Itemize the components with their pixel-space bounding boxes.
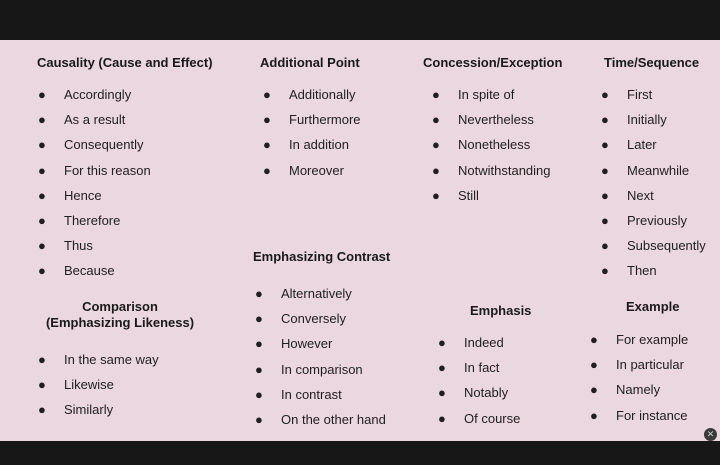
- bullet-icon: ●: [38, 212, 46, 228]
- list-item-text: Still: [458, 187, 479, 203]
- list-item-text: In comparison: [281, 361, 363, 377]
- bullet-icon: ●: [438, 385, 446, 401]
- bullet-icon: ●: [438, 410, 446, 426]
- bullet-icon: ●: [255, 311, 263, 327]
- list-item-text: Hence: [64, 187, 102, 203]
- list-item-text: Nonetheless: [458, 137, 531, 153]
- list-item-text: Namely: [616, 382, 661, 398]
- bullet-icon: ●: [438, 335, 446, 350]
- bullet-icon: ●: [263, 112, 271, 128]
- bullet-icon: ●: [438, 360, 446, 376]
- list-item-text: Because: [64, 263, 115, 279]
- bullet-icon: ●: [38, 162, 46, 178]
- list-item-text: Likewise: [64, 377, 114, 393]
- list-item-text: Indeed: [464, 335, 504, 350]
- bullet-icon: ●: [38, 352, 46, 367]
- list-item-text: Moreover: [289, 162, 344, 178]
- bullet-icon: ●: [432, 137, 440, 153]
- list-item-text: As a result: [64, 112, 126, 128]
- list-item-text: On the other hand: [281, 411, 386, 427]
- list-item-text: Subsequently: [627, 238, 706, 254]
- list-item-text: Consequently: [64, 137, 144, 153]
- list-item-text: Meanwhile: [627, 162, 690, 178]
- list-item-text: Accordingly: [64, 87, 132, 102]
- list-item-text: Of course: [464, 410, 521, 426]
- bullet-icon: ●: [38, 187, 46, 203]
- bullet-icon: ●: [255, 286, 263, 301]
- bullet-icon: ●: [255, 411, 263, 427]
- bullet-icon: ●: [601, 87, 609, 102]
- bullet-icon: ●: [255, 386, 263, 402]
- bullet-icon: ●: [590, 382, 598, 398]
- list-item-text: Later: [627, 137, 657, 153]
- bullet-icon: ●: [601, 238, 609, 254]
- list-item-text: Initially: [627, 112, 667, 128]
- bullet-icon: ●: [38, 238, 46, 254]
- concession-heading: Concession/Exception: [423, 55, 563, 70]
- additional-point-heading: Additional Point: [260, 55, 360, 70]
- list-item-text: In particular: [616, 357, 684, 373]
- list-item-text: For this reason: [64, 162, 151, 178]
- contrast-heading: Emphasizing Contrast: [253, 249, 391, 264]
- bullet-icon: ●: [38, 402, 46, 418]
- list-item-text: For example: [616, 332, 689, 347]
- list-item-text: In addition: [289, 137, 349, 153]
- time-sequence-heading: Time/Sequence: [604, 55, 700, 70]
- list-item-text: In contrast: [281, 386, 342, 402]
- close-icon[interactable]: ✕: [704, 428, 717, 441]
- bullet-icon: ●: [590, 407, 598, 423]
- bullet-icon: ●: [432, 162, 440, 178]
- list-item-text: Additionally: [289, 87, 356, 102]
- comparison-heading-line2: (Emphasizing Likeness): [45, 315, 195, 330]
- bullet-icon: ●: [601, 137, 609, 153]
- list-item-text: In spite of: [458, 87, 515, 102]
- transition-words-card: Causality (Cause and Effect) ● Accordingl…: [0, 40, 720, 441]
- list-item-text: In fact: [464, 360, 500, 376]
- bullet-icon: ●: [263, 87, 271, 102]
- list-item-text: In the same way: [64, 352, 159, 367]
- bullet-icon: ●: [38, 263, 46, 279]
- list-item-text: First: [627, 87, 653, 102]
- bullet-icon: ●: [601, 212, 609, 228]
- list-item-text: Conversely: [281, 311, 347, 327]
- bullet-icon: ●: [432, 87, 440, 102]
- comparison-heading-line1: Comparison: [82, 299, 158, 314]
- bullet-icon: ●: [38, 112, 46, 128]
- bullet-icon: ●: [38, 87, 46, 102]
- list-item-text: For instance: [616, 407, 688, 423]
- list-item-text: Thus: [64, 238, 93, 254]
- bullet-icon: ●: [255, 361, 263, 377]
- comparison-heading: Comparison (Emphasizing Likeness): [35, 299, 205, 331]
- list-item-text: Then: [627, 263, 657, 279]
- example-heading: Example: [626, 299, 680, 314]
- bullet-icon: ●: [263, 137, 271, 153]
- list-item-text: Next: [627, 187, 654, 203]
- bullet-icon: ●: [38, 377, 46, 393]
- causality-heading: Causality (Cause and Effect): [37, 55, 213, 70]
- bullet-icon: ●: [432, 187, 440, 203]
- list-item-text: However: [281, 336, 333, 352]
- list-item-text: Alternatively: [281, 286, 352, 301]
- list-item-text: Nevertheless: [458, 112, 534, 128]
- list-item-text: Therefore: [64, 212, 121, 228]
- list-item-text: Furthermore: [289, 112, 361, 128]
- bullet-icon: ●: [590, 332, 598, 347]
- bullet-icon: ●: [601, 263, 609, 279]
- bullet-icon: ●: [38, 137, 46, 153]
- bullet-icon: ●: [601, 187, 609, 203]
- list-item-text: Notwithstanding: [458, 162, 551, 178]
- bullet-icon: ●: [263, 162, 271, 178]
- list-item-text: Similarly: [64, 402, 114, 418]
- bullet-icon: ●: [601, 162, 609, 178]
- bullet-icon: ●: [255, 336, 263, 352]
- emphasis-heading: Emphasis: [470, 303, 532, 318]
- bullet-icon: ●: [601, 112, 609, 128]
- bullet-icon: ●: [432, 112, 440, 128]
- list-item-text: Previously: [627, 212, 687, 228]
- list-item-text: Notably: [464, 385, 509, 401]
- bullet-icon: ●: [590, 357, 598, 373]
